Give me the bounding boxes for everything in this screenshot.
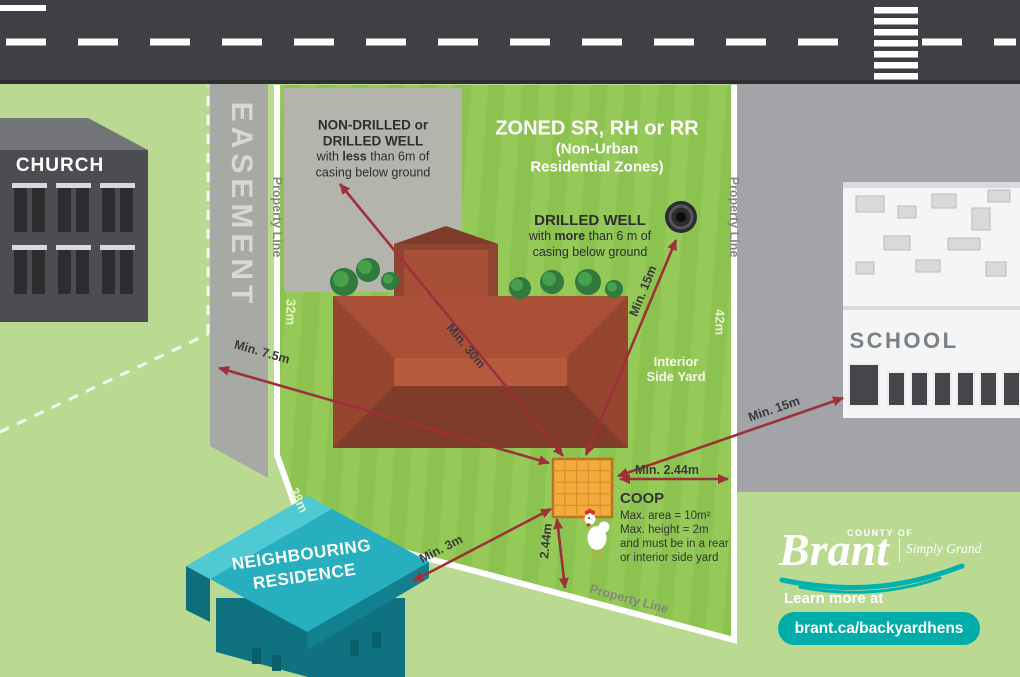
church-lot-dashed-boundary [0,86,210,434]
residence-building [186,496,429,677]
brant-logo: Brant [779,524,889,575]
coop-rules-block: COOP Max. area = 10m² Max. height = 2m a… [620,490,729,565]
setback-arrow-rear-line [553,518,569,589]
shallow-well-note: NON-DRILLED or DRILLED WELL with less th… [316,118,431,181]
zone-title-block: ZONED SR, RH or RR (Non-Urban Residentia… [495,118,698,177]
shallow-well-body-line2: casing below ground [315,165,431,179]
road [0,0,1020,84]
coop-rule-1: Max. area = 10m² [620,510,711,522]
coop-rule-3: and must be in a rear [620,538,729,550]
coop-title: COOP [620,490,665,507]
setback-arrows [218,183,844,589]
drilled-well-icon [665,201,697,233]
school-label: SCHOOL [849,328,959,353]
setback-arrow-shallow-well [338,183,565,457]
shallow-well-title-line1: NON-DRILLED or [317,117,429,133]
setback-arrow-school [617,396,844,478]
school-windows [848,363,1020,407]
easement-label: EASEMENT [225,101,258,309]
school-building [843,182,1020,418]
county-of-label: COUNTY OF [847,528,914,538]
property-line-left-label: Property Line [270,176,284,258]
dimension-left: 32m [283,298,299,326]
rooftop-units [855,189,1011,277]
church-windows [12,183,135,294]
logo-divider [899,538,900,562]
interior-side-yard-label: Interior Side Yard [646,354,706,384]
coop-icon [551,457,614,519]
zone-subtitle-line1: (Non-Urban [555,140,639,158]
deep-well-note: DRILLED WELL with more than 6 m of casin… [529,212,651,260]
deep-well-body-line2: casing below ground [532,244,648,259]
setback-arrow-residence [412,507,552,583]
coop-rule-4: or interior side yard [620,552,719,564]
zone-subtitle-line2: Residential Zones) [530,158,664,176]
dimension-right: 42m [712,308,728,336]
coop-rule-2: Max. height = 2m [620,524,709,536]
setback-label-side-line: Min. 2.44m [635,463,699,477]
deep-well-body-line1: with more than 6 m of [528,229,652,243]
crosswalk [874,7,918,80]
logo-swoosh [779,563,965,594]
learn-more-label: Learn more at [784,590,884,607]
church-building [0,118,148,322]
church-label: CHURCH [15,155,105,176]
shallow-well-body-line1: with less than 6m of [316,149,430,164]
backyardhens-link[interactable]: brant.ca/backyardhens [778,612,980,645]
shallow-well-title-line2: DRILLED WELL [322,133,424,149]
logo-tagline: Simply Grand [906,541,982,556]
hen-icon [579,508,610,558]
zone-title: ZONED SR, RH or RR [495,117,699,140]
deep-well-title: DRILLED WELL [534,212,646,229]
property-line-right-label: Property Line [727,176,741,258]
setback-arrow-deep-well [584,239,678,456]
